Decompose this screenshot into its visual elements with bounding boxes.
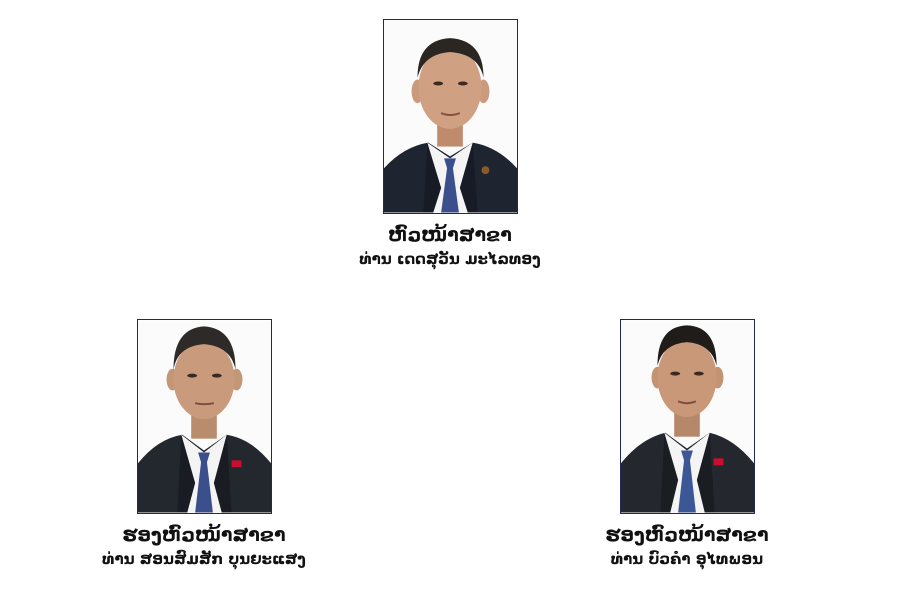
lapel-pin-icon <box>481 166 489 175</box>
vice-left-card: ຮອງຫົວໜ້າສາຂາ ທ່ານ ສອນສົມສັກ ບຸນຍະແສງ <box>54 319 354 569</box>
vice-right-portrait-photo <box>619 319 755 514</box>
vice-right-name: ທ່ານ ບົວຄຳ ອຸໄທພອນ <box>610 550 764 568</box>
vice-left-name: ທ່ານ ສອນສົມສັກ ບຸນຍະແສງ <box>102 550 306 568</box>
vice-left-portrait-image <box>137 320 271 513</box>
vice-right-role-title: ຮອງຫົວໜ້າສາຂາ <box>605 524 769 546</box>
vice-right-card: ຮອງຫົວໜ້າສາຂາ ທ່ານ ບົວຄຳ ອຸໄທພອນ <box>537 319 837 569</box>
vice-right-portrait-image <box>620 320 754 513</box>
chair-portrait-image <box>383 20 517 213</box>
vice-left-portrait-photo <box>136 319 272 514</box>
chair-role-title: ຫົວໜ້າສາຂາ <box>388 224 512 246</box>
lapel-flag-pin-icon <box>231 460 241 468</box>
chair-name: ທ່ານ ເດດສຸວັນ ມະໄລທອງ <box>359 250 541 268</box>
chair-card: ຫົວໜ້າສາຂາ ທ່ານ ເດດສຸວັນ ມະໄລທອງ <box>300 19 600 269</box>
chair-portrait-photo <box>382 19 518 214</box>
vice-left-role-title: ຮອງຫົວໜ້າສາຂາ <box>122 524 286 546</box>
lapel-flag-pin-icon <box>713 458 723 466</box>
